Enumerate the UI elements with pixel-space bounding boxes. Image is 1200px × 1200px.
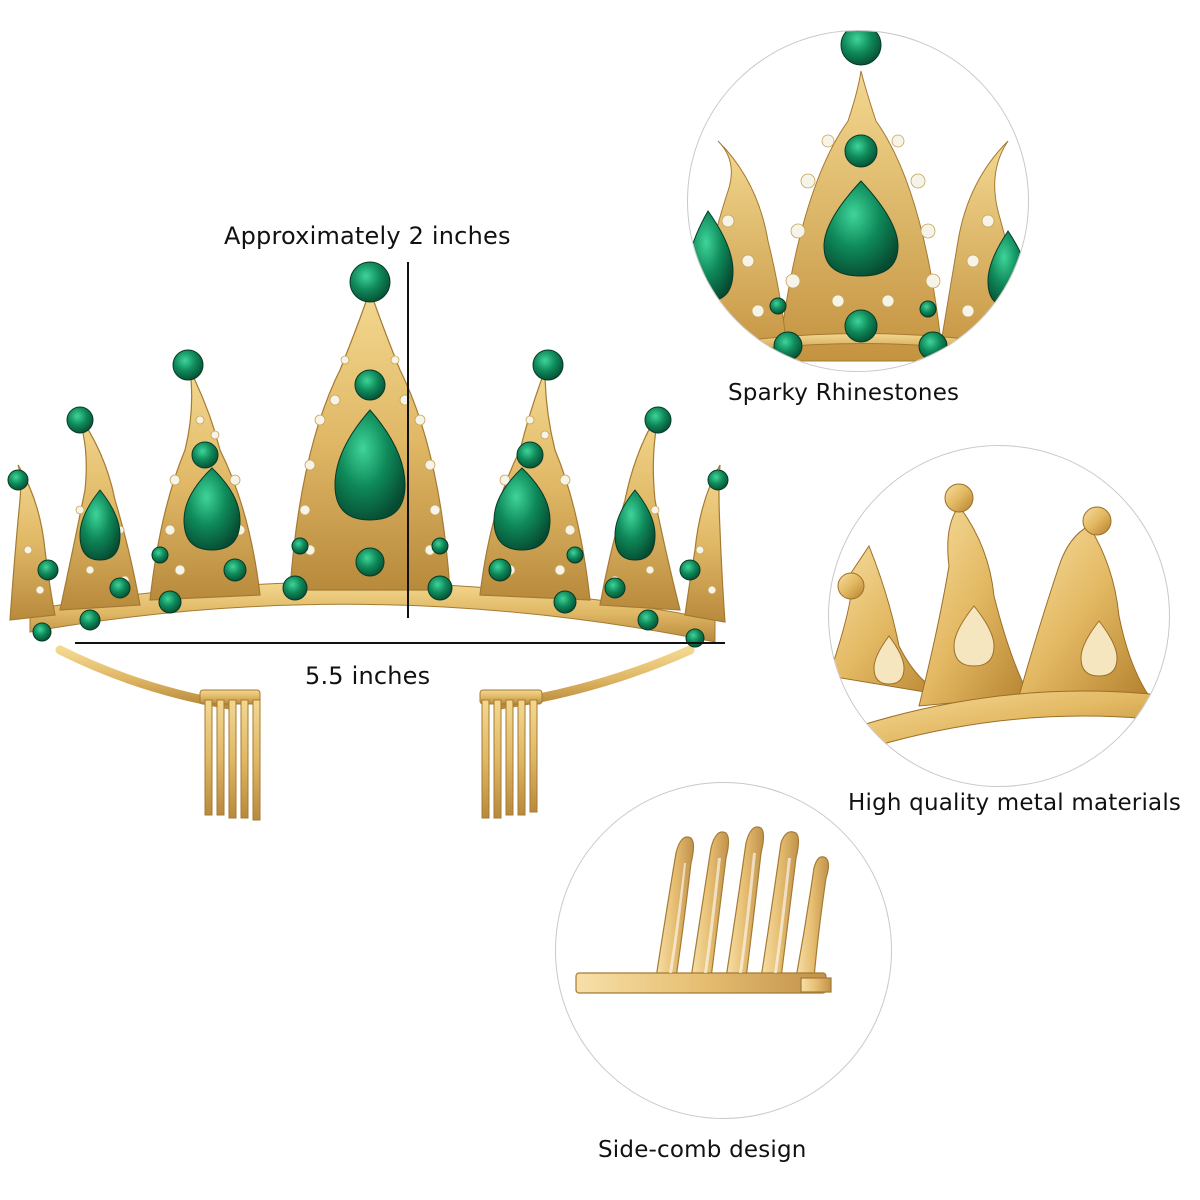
tiara-illustration — [7, 261, 729, 821]
rhinestones-closeup — [688, 31, 1028, 362]
width-dimension-line — [75, 642, 725, 644]
comb-detail-circle — [555, 782, 892, 1119]
width-dimension-label: 5.5 inches — [305, 662, 431, 690]
side-comb-closeup — [575, 826, 832, 994]
metal-detail-circle — [828, 445, 1170, 787]
comb-caption: Side-comb design — [598, 1137, 807, 1163]
height-dimension-line — [407, 262, 409, 618]
rhinestones-detail-circle — [687, 30, 1029, 372]
height-dimension-label: Approximately 2 inches — [224, 222, 511, 250]
rhinestones-caption: Sparky Rhinestones — [728, 380, 960, 406]
metal-caption: High quality metal materials — [848, 790, 1182, 816]
metal-closeup — [829, 483, 1169, 762]
